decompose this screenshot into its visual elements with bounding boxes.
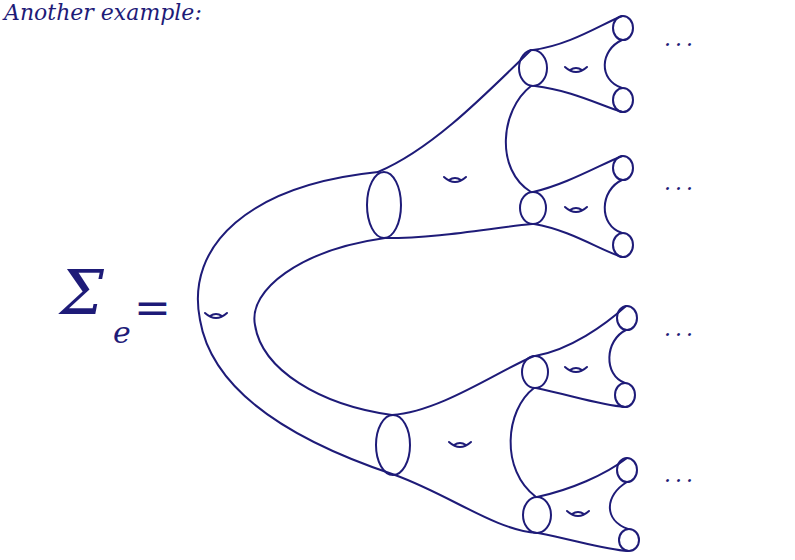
boundary-circle	[376, 415, 410, 475]
surface-outline	[533, 16, 622, 50]
surface-outline	[535, 86, 622, 112]
boundary-circle	[617, 306, 637, 330]
continuation-dots: ...	[664, 464, 697, 486]
equals-sign: =	[134, 286, 171, 330]
surface-outline	[511, 388, 536, 497]
boundary-circle	[619, 529, 639, 551]
surface-outline	[536, 388, 625, 407]
continuation-dots: ...	[664, 172, 697, 194]
surface-outline	[198, 172, 395, 475]
surface-outline	[537, 458, 627, 497]
boundary-circle	[613, 16, 633, 40]
genus-handle	[449, 442, 471, 447]
boundary-circle	[613, 88, 633, 112]
boundary-circle	[613, 156, 633, 180]
surface-outline	[534, 224, 622, 257]
surface-outline	[378, 50, 531, 172]
surface-outline	[609, 330, 626, 383]
genus-handle	[444, 177, 466, 182]
surface-outline	[533, 156, 622, 192]
surface-outline	[605, 40, 622, 88]
genus-handle	[565, 207, 587, 212]
surface-outline	[538, 533, 628, 551]
genus-handle	[565, 67, 587, 72]
heading-note: Another example:	[4, 2, 202, 24]
continuation-dots: ...	[664, 28, 697, 50]
surface-outline	[535, 306, 626, 356]
surface-outline	[610, 482, 628, 529]
surface-outline	[605, 180, 622, 233]
boundary-circle	[522, 356, 548, 388]
surface-symbol: Σ	[60, 262, 104, 324]
surface-outline	[395, 475, 537, 533]
boundary-circle	[523, 497, 551, 533]
surface-outline	[254, 238, 392, 415]
boundary-circle	[520, 192, 546, 224]
surface-outline	[392, 356, 534, 415]
boundary-circle	[617, 458, 637, 482]
continuation-dots: ...	[664, 318, 697, 340]
surface-outline	[506, 86, 531, 192]
genus-handle	[567, 511, 589, 516]
surface-outline	[386, 224, 532, 238]
subscript: e	[113, 318, 131, 348]
genus-handle	[205, 313, 227, 318]
boundary-circle	[613, 233, 633, 257]
boundary-circle	[519, 50, 547, 86]
genus-handle	[565, 367, 587, 372]
boundary-circle	[615, 383, 635, 407]
boundary-circle	[367, 172, 401, 238]
